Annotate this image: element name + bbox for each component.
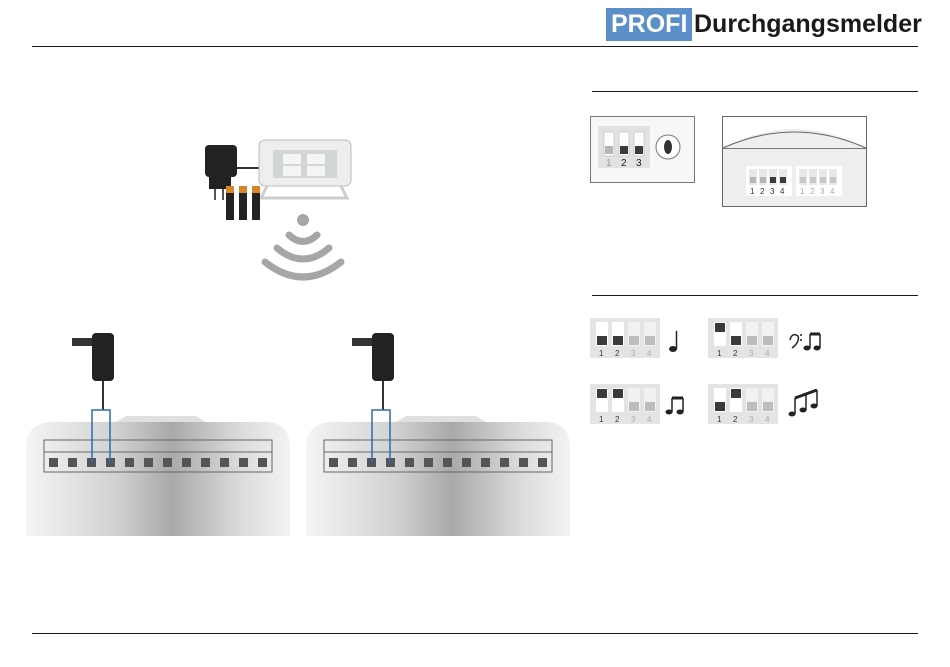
dip-number: 1 bbox=[599, 415, 604, 424]
dip-number: 1 bbox=[800, 187, 805, 196]
dip-number: 1 bbox=[599, 349, 604, 358]
dip-number: 3 bbox=[749, 349, 754, 358]
dip-number: 3 bbox=[749, 415, 754, 424]
melody-setting-1: 1 2 3 4 bbox=[590, 318, 690, 362]
top-rule bbox=[32, 46, 918, 47]
receiver-illustration-1 bbox=[26, 330, 294, 536]
page-title: Durchgangsmelder bbox=[694, 8, 922, 41]
dip-number: 4 bbox=[765, 415, 770, 424]
dip-number: 2 bbox=[760, 187, 765, 196]
battery-icon bbox=[226, 186, 260, 220]
dip-number: 2 bbox=[733, 415, 738, 424]
music-note-icon bbox=[669, 331, 677, 352]
receiver-illustration-2 bbox=[306, 330, 574, 536]
dip-number: 4 bbox=[780, 187, 785, 196]
music-note-icon bbox=[666, 398, 684, 415]
dip-number: 3 bbox=[770, 187, 775, 196]
music-note-icon bbox=[789, 390, 818, 417]
dip-number: 4 bbox=[647, 415, 652, 424]
motion-sensor-icon bbox=[259, 140, 351, 198]
section-rule-1 bbox=[592, 91, 918, 92]
wireless-signal-icon bbox=[265, 214, 341, 277]
dip-number: 3 bbox=[820, 187, 825, 196]
sensor-dip-switch-panel: 1 2 3 bbox=[590, 116, 696, 184]
dip-number: 4 bbox=[830, 187, 835, 196]
melody-setting-2: 1 2 3 4 bbox=[708, 318, 838, 362]
dip-number: 3 bbox=[631, 349, 636, 358]
power-adapter-icon bbox=[72, 333, 114, 410]
dip-number: 4 bbox=[647, 349, 652, 358]
dip-number: 1 bbox=[717, 349, 722, 358]
music-note-icon bbox=[790, 334, 821, 351]
dip-number: 3 bbox=[631, 415, 636, 424]
dip-number: 2 bbox=[733, 349, 738, 358]
section-rule-2 bbox=[592, 295, 918, 296]
bottom-rule bbox=[32, 633, 918, 634]
power-adapter-icon bbox=[352, 333, 394, 410]
dip-number: 4 bbox=[765, 349, 770, 358]
dip-number: 2 bbox=[615, 349, 620, 358]
dip-number: 1 bbox=[750, 187, 755, 196]
melody-setting-4: 1 2 3 4 bbox=[708, 384, 838, 428]
dip-block-a: 1 2 3 4 bbox=[746, 166, 792, 196]
dip-number: 1 bbox=[717, 415, 722, 424]
melody-setting-3: 1 2 3 4 bbox=[590, 384, 690, 428]
dip-number: 1 bbox=[606, 158, 612, 169]
dip-number: 3 bbox=[636, 158, 642, 169]
dip-number: 2 bbox=[615, 415, 620, 424]
receiver-dip-switch-panel: 1 2 3 4 1 2 3 4 bbox=[722, 116, 868, 208]
dip-number: 2 bbox=[810, 187, 815, 196]
dip-number: 2 bbox=[621, 158, 627, 169]
brand-tag: PROFI bbox=[606, 8, 692, 41]
transmitter-illustration bbox=[195, 130, 365, 300]
dip-block-b: 1 2 3 4 bbox=[796, 166, 842, 196]
